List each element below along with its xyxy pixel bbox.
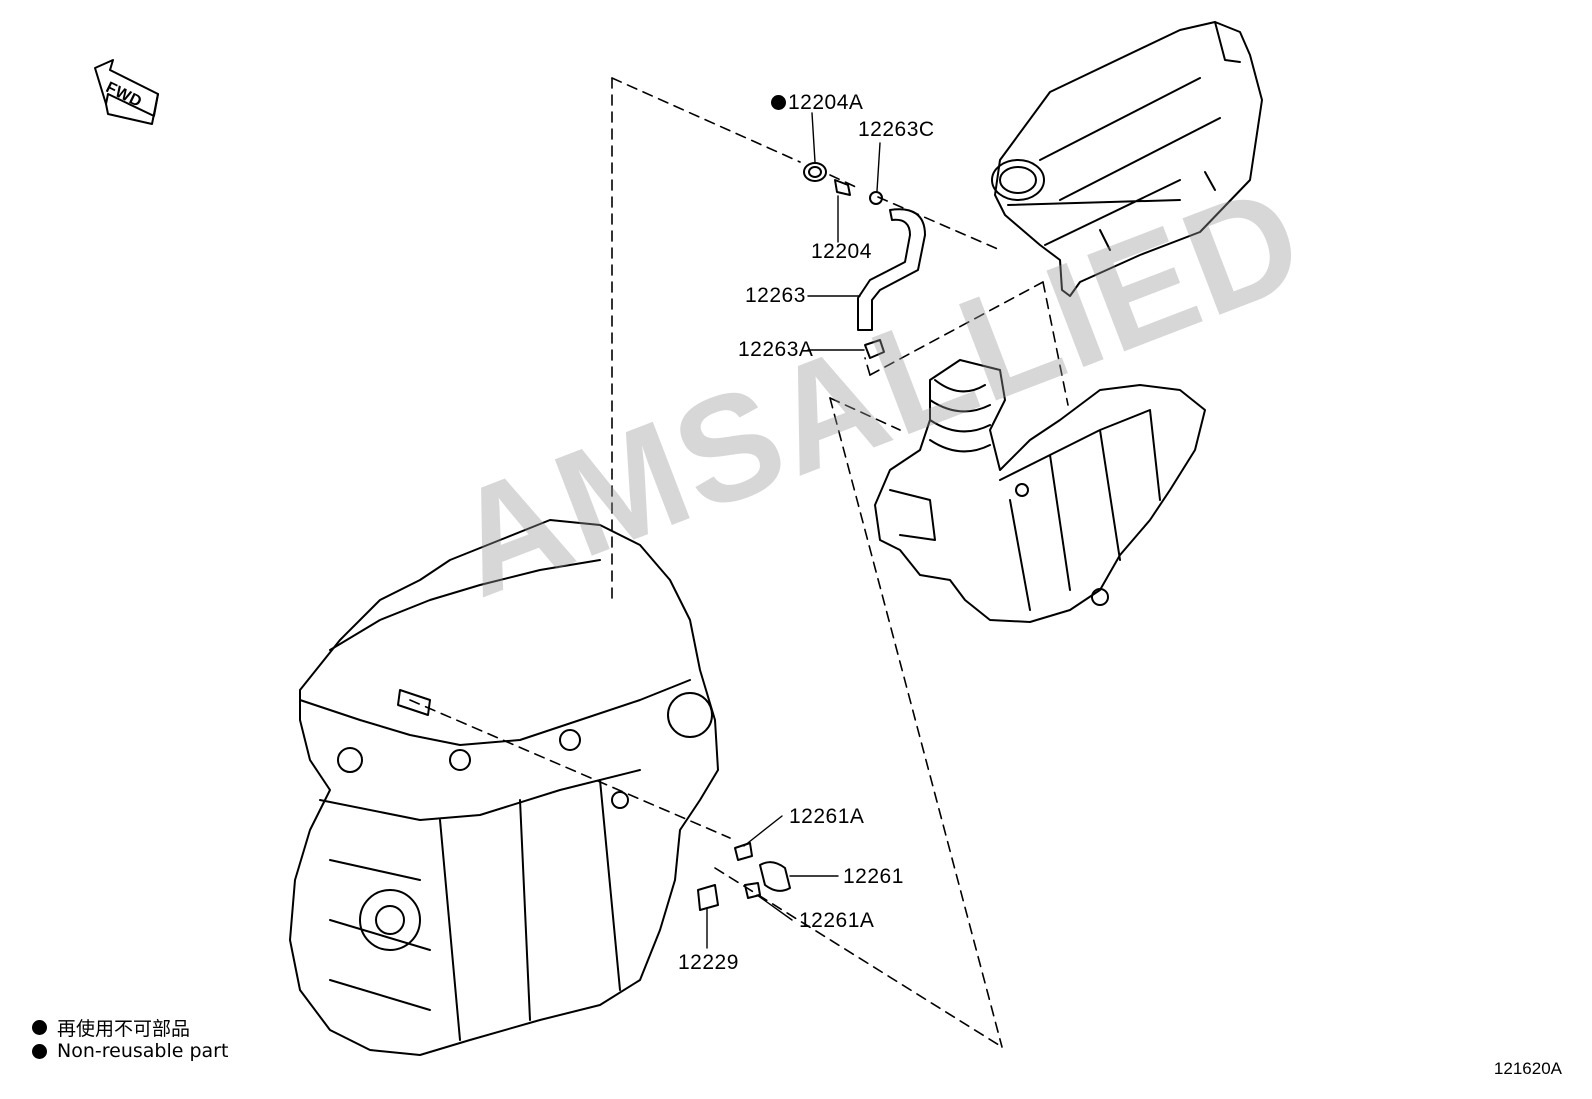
intake-manifold-drawing <box>874 359 1206 623</box>
non-reusable-dot-icon <box>32 1020 47 1035</box>
part-label-12229[interactable]: 12229 <box>678 951 739 974</box>
legend-en: Non-reusable part <box>32 1040 228 1062</box>
ventilation-hose-group <box>697 842 791 911</box>
air-cleaner-drawing <box>991 21 1263 297</box>
fwd-arrow-icon <box>94 59 159 125</box>
pcv-valve-group <box>803 162 926 359</box>
engine-block-drawing <box>289 519 719 1056</box>
non-reusable-dot-icon <box>32 1043 47 1059</box>
part-label-12263[interactable]: 12263 <box>745 284 806 307</box>
leader-lines <box>706 112 881 949</box>
legend-jp: 再使用不可部品 <box>32 1014 190 1041</box>
diagram-code: 121620A <box>1493 1059 1562 1078</box>
part-label-12204[interactable]: 12204 <box>811 240 872 263</box>
part-label-12204A[interactable]: 12204A <box>771 92 863 113</box>
dashed-guide-lines <box>409 77 1069 1048</box>
part-label-12261A-top[interactable]: 12261A <box>789 805 865 828</box>
part-label-12263A[interactable]: 12263A <box>738 338 814 361</box>
part-label-12261A-bottom[interactable]: 12261A <box>799 909 875 932</box>
part-label-12261[interactable]: 12261 <box>843 865 904 888</box>
non-reusable-dot-icon <box>771 95 786 110</box>
part-label-12263C[interactable]: 12263C <box>858 118 935 141</box>
